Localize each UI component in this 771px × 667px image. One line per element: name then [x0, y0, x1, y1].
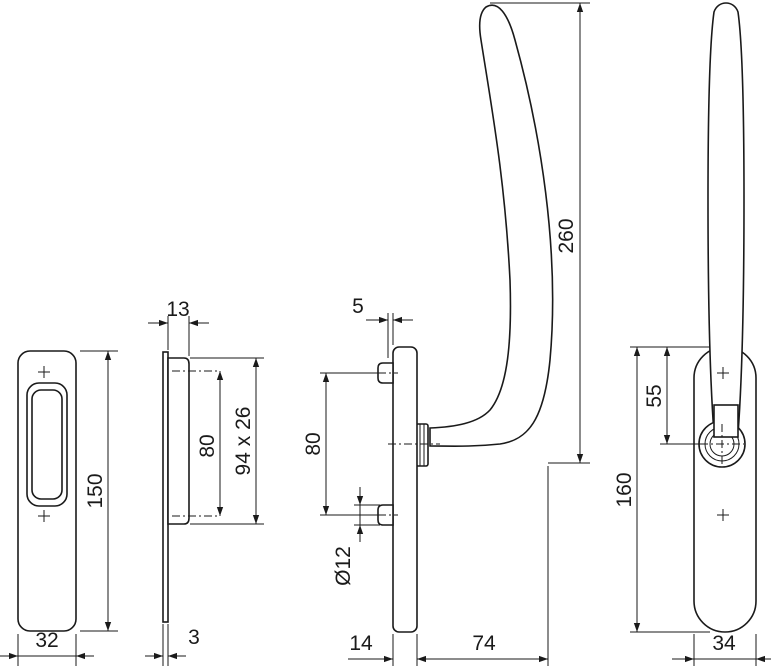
- escutcheon-side-view: 13 80 94 x 26 3: [145, 298, 264, 666]
- dim-recess-size: 94 x 26: [232, 407, 255, 476]
- dim-plate-thickness: 3: [188, 626, 200, 649]
- dim-rose-width: 34: [712, 632, 736, 655]
- dim-rose-bolt-spacing: 80: [302, 432, 325, 455]
- dim-rose-center-to-top: 55: [643, 384, 666, 407]
- dim-rose-projection: 14: [349, 632, 373, 655]
- dim-escutcheon-width: 32: [35, 629, 58, 652]
- dim-bolt-diameter: Ø12: [332, 546, 355, 586]
- handle-side-view: 5 80 Ø12 260 14 74: [302, 2, 590, 666]
- lever-handle-front: [707, 2, 745, 435]
- lever-handle-side: [429, 4, 554, 447]
- dim-handle-projection: 74: [472, 632, 496, 655]
- dim-handle-length: 260: [555, 218, 578, 253]
- dim-rose-offset: 5: [352, 295, 364, 318]
- dim-escutcheon-height: 150: [84, 473, 107, 508]
- handle-front-view: 55 160 34: [613, 2, 771, 666]
- escutcheon-front-view: 150 32: [0, 350, 118, 666]
- screw-mark-top: [38, 366, 50, 378]
- dim-recess-depth: 13: [166, 298, 189, 321]
- rose-screw-mark-bottom: [717, 509, 729, 521]
- rose-screw-mark-top: [717, 367, 729, 379]
- screw-mark-bottom: [38, 510, 50, 522]
- rose-plate-side: [392, 346, 418, 633]
- dim-recess-bolt-spacing: 80: [196, 434, 219, 457]
- dim-rose-height: 160: [613, 472, 636, 507]
